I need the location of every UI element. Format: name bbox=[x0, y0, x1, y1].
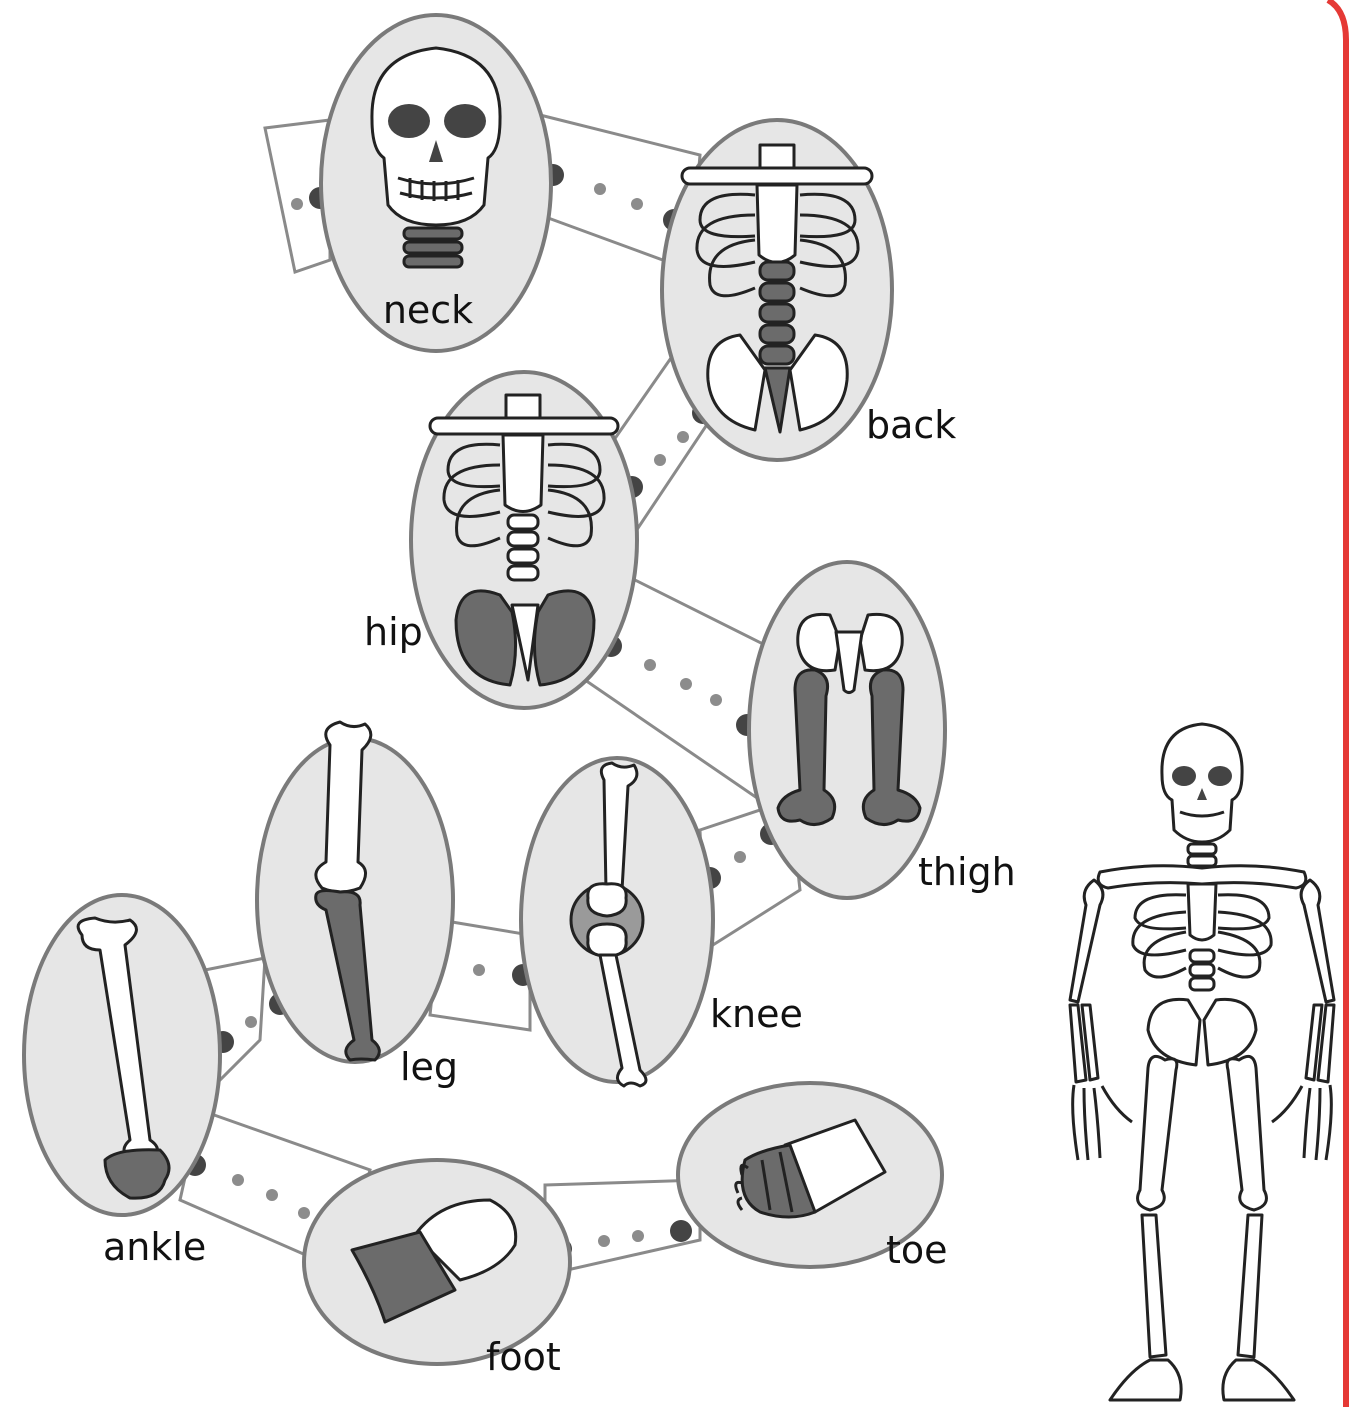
node-hip: hip bbox=[364, 372, 637, 708]
label-back: back bbox=[866, 403, 956, 447]
label-neck: neck bbox=[383, 288, 473, 332]
label-foot: foot bbox=[486, 1335, 561, 1379]
label-knee: knee bbox=[710, 992, 803, 1036]
page-border bbox=[1328, 0, 1346, 1407]
label-leg: leg bbox=[400, 1045, 458, 1089]
node-leg: leg bbox=[257, 722, 458, 1089]
label-thigh: thigh bbox=[918, 850, 1016, 894]
full-skeleton-illustration bbox=[1070, 724, 1334, 1400]
node-back: back bbox=[662, 120, 956, 460]
node-ankle: ankle bbox=[24, 895, 220, 1269]
label-hip: hip bbox=[364, 610, 423, 654]
label-toe: toe bbox=[886, 1228, 948, 1272]
label-ankle: ankle bbox=[103, 1225, 206, 1269]
node-foot: foot bbox=[304, 1160, 570, 1379]
node-thigh: thigh bbox=[749, 562, 1016, 898]
node-toe: toe bbox=[678, 1083, 948, 1272]
node-neck: neck bbox=[321, 15, 551, 351]
